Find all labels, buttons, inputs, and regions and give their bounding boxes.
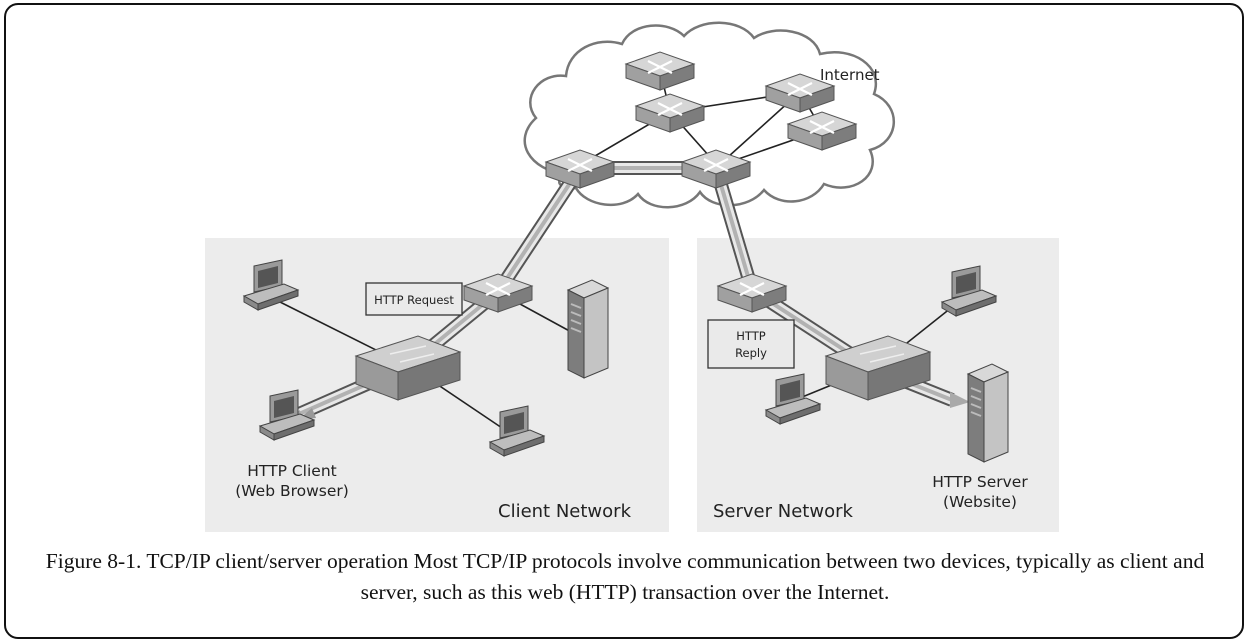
client-network-label: Client Network bbox=[498, 501, 632, 522]
http-reply-box bbox=[707, 319, 795, 369]
http-request-box bbox=[365, 282, 463, 316]
internet-label: Internet bbox=[820, 66, 880, 84]
reply-arrowhead bbox=[950, 392, 970, 408]
http-server-label: HTTP Server bbox=[932, 473, 1028, 491]
website-label: (Website) bbox=[943, 493, 1017, 511]
server-tower-icon bbox=[567, 279, 609, 379]
http-request-label: HTTP Request bbox=[374, 293, 454, 307]
server-network-label: Server Network bbox=[713, 501, 853, 522]
web-browser-label: (Web Browser) bbox=[235, 482, 349, 500]
web-server-icon bbox=[967, 363, 1009, 463]
network-diagram: Internet HTTP Request HTTP Reply HTTP Cl… bbox=[205, 21, 1059, 532]
figure-caption: Figure 8-1. TCP/IP client/server operati… bbox=[45, 549, 1205, 604]
http-client-label: HTTP Client bbox=[247, 462, 336, 480]
http-reply-label-line2: Reply bbox=[735, 346, 767, 360]
http-reply-label-line1: HTTP bbox=[736, 329, 765, 343]
